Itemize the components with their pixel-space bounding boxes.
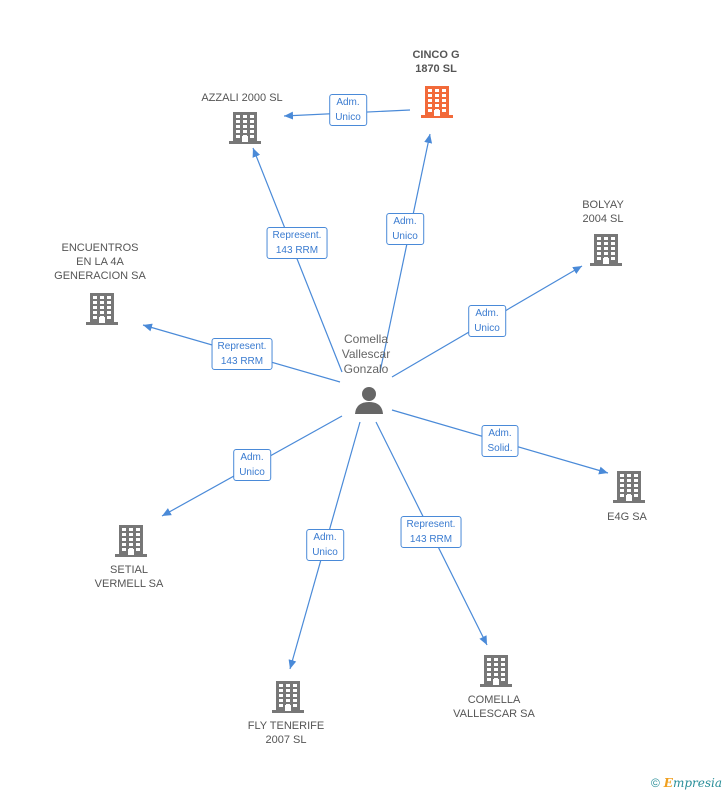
building-icon-azzali [229, 112, 261, 144]
edge-label-azzali[interactable]: Represent. 143 RRM [266, 227, 328, 259]
text-line: BOLYAY [582, 199, 624, 211]
building-icon-comella [480, 655, 512, 687]
building-icon-e4g [613, 471, 645, 503]
company-label-e4g[interactable]: E4G SA [607, 510, 647, 524]
text-line: Adm. [475, 308, 499, 319]
edge-label-cinco[interactable]: Adm. Unico [386, 213, 424, 245]
text-line: Gonzalo [343, 362, 389, 376]
copyright-symbol: © [650, 776, 660, 790]
text-line: 143 RRM [409, 534, 453, 545]
text-line: Unico [335, 112, 361, 123]
edge-label-e4g[interactable]: Adm. Solid. [481, 425, 519, 457]
text-line: Adm. [336, 97, 360, 108]
text-line: COMELLA [467, 694, 521, 706]
building-icon-setial [115, 525, 147, 557]
text-line: Adm. [240, 452, 264, 463]
brand-name: mpresia [672, 776, 722, 790]
text-line: AZZALI 2000 SL [201, 92, 283, 104]
icons-layer [86, 86, 645, 713]
edge-label-setial[interactable]: Adm. Unico [233, 449, 271, 481]
edge-label-bolyay[interactable]: Adm. Unico [468, 305, 506, 337]
company-label-setial[interactable]: SETIAL VERMELL SA [95, 563, 164, 591]
text-line: GENERACION SA [54, 270, 146, 282]
text-line: Unico [239, 467, 265, 478]
edge-to-azzali [252, 147, 343, 373]
edge-label-encuentros[interactable]: Represent. 143 RRM [211, 338, 273, 370]
edge-to-cinco [379, 133, 433, 373]
company-label-encuentros[interactable]: ENCUENTROS EN LA 4A GENERACION SA [54, 241, 146, 283]
company-label-bolyay[interactable]: BOLYAY 2004 SL [582, 198, 624, 226]
text-line: Represent. [406, 519, 456, 530]
edge-label-fly[interactable]: Adm. Unico [306, 529, 344, 561]
text-line: SETIAL [110, 564, 148, 576]
company-label-fly[interactable]: FLY TENERIFE 2007 SL [248, 719, 324, 747]
text-line: CINCO G [412, 49, 460, 61]
text-line: Represent. [217, 341, 267, 352]
text-line: Unico [392, 231, 418, 242]
brand-initial: E [663, 776, 673, 790]
text-line: Adm. [393, 216, 417, 227]
text-line: 143 RRM [220, 356, 264, 367]
building-icon-encuentros [86, 293, 118, 325]
text-line: 2007 SL [265, 734, 307, 746]
text-line: ENCUENTROS [61, 242, 139, 254]
footer-brand: ©Empresia [651, 776, 722, 790]
building-icon-cinco [421, 86, 453, 118]
text-line: 2004 SL [582, 213, 624, 225]
text-line: EN LA 4A [76, 256, 124, 268]
person-icon [355, 387, 383, 414]
text-line: 143 RRM [275, 245, 319, 256]
text-line: Unico [474, 323, 500, 334]
text-line: E4G SA [607, 511, 647, 523]
text-line: 1870 SL [415, 63, 457, 75]
edge-label-comella[interactable]: Represent. 143 RRM [400, 516, 462, 548]
text-line: Solid. [487, 443, 513, 454]
text-line: FLY TENERIFE [247, 720, 325, 732]
text-line: Unico [312, 547, 338, 558]
company-label-azzali[interactable]: AZZALI 2000 SL [201, 91, 282, 105]
building-icon-fly [272, 681, 304, 713]
text-line: Adm. [488, 428, 512, 439]
company-label-comella[interactable]: COMELLA VALLESCAR SA [453, 693, 535, 721]
company-label-cinco[interactable]: CINCO G 1870 SL [412, 48, 459, 76]
edges-layer [142, 109, 609, 670]
text-line: Comella [343, 332, 388, 346]
text-line: VALLESCAR SA [453, 708, 535, 720]
text-line: Adm. [313, 532, 337, 543]
building-icon-bolyay [590, 234, 622, 266]
text-line: Represent. [272, 230, 322, 241]
edge-label-cinco-azzali[interactable]: Adm. Unico [329, 94, 367, 126]
text-line: Vallescar [341, 347, 391, 361]
text-line: VERMELL SA [94, 578, 164, 590]
